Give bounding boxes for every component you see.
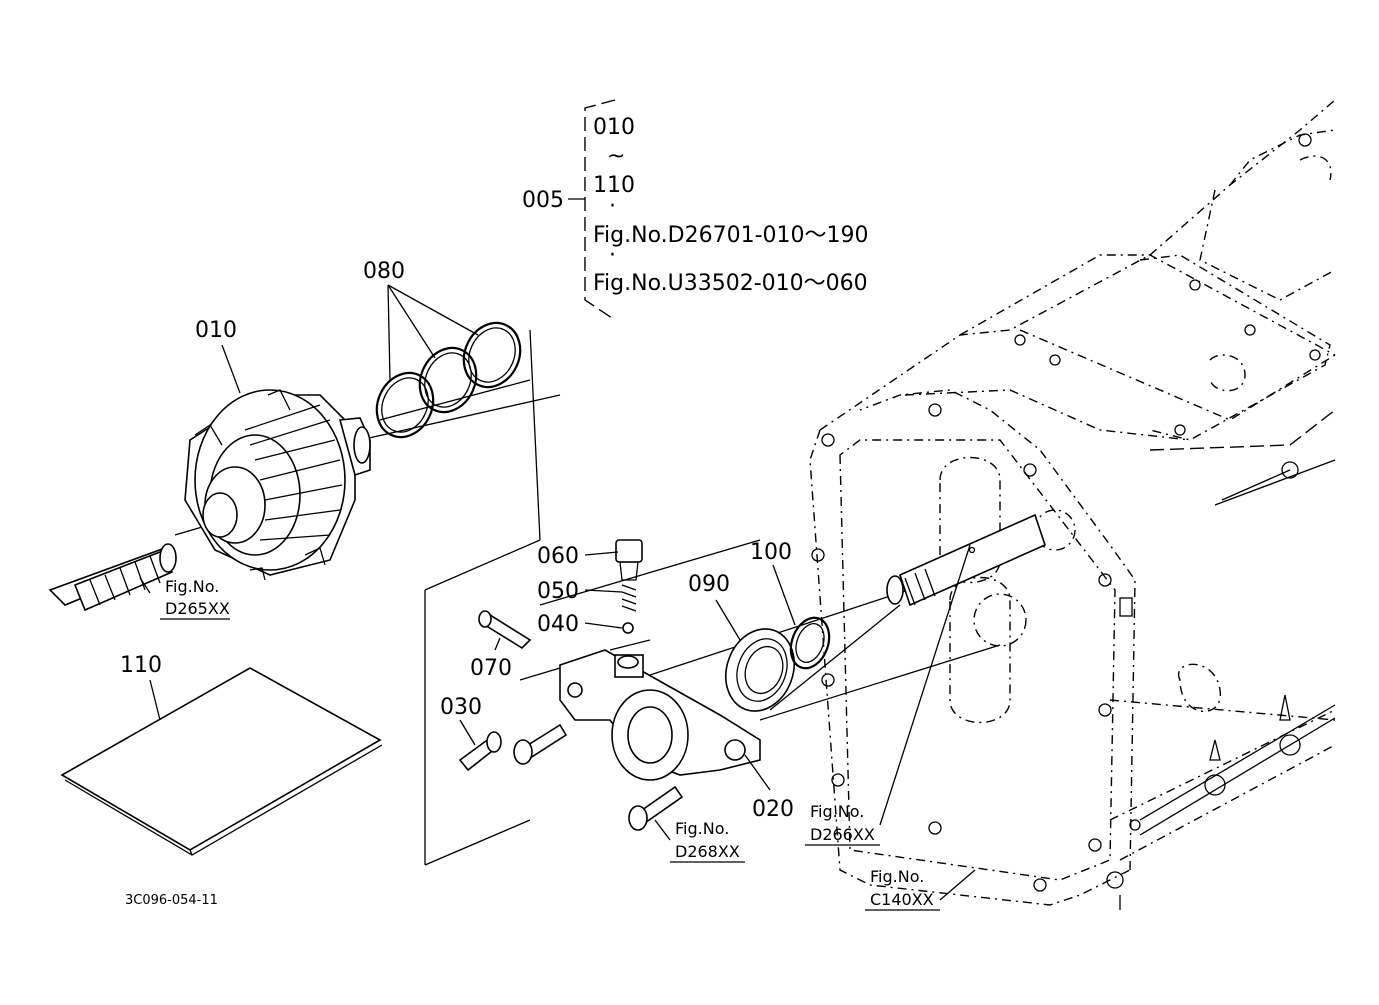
brace-tilde: ~ (607, 144, 625, 169)
figref-d268[interactable]: Fig.No. D268XX (670, 819, 745, 863)
svg-text:Fig.No.: Fig.No. (675, 819, 729, 838)
brace-dot-1: · (609, 194, 616, 219)
drawing-code: 3C096-054-11 (125, 893, 218, 908)
svg-text:D268XX: D268XX (675, 842, 740, 861)
callout-070: 070 (470, 656, 512, 681)
plug-spring-ball (615, 539, 643, 634)
brace-code: 005 (522, 188, 564, 213)
brace-line1: 010 (593, 115, 635, 140)
callout-020: 020 (752, 797, 794, 822)
brace-bracket (584, 99, 616, 321)
svg-text:D265XX: D265XX (165, 599, 230, 618)
callout-110: 110 (120, 653, 162, 678)
callout-010: 010 (195, 318, 237, 343)
clutch-pack-010 (184, 389, 371, 581)
callout-040: 040 (537, 612, 579, 637)
transmission-case (809, 99, 1336, 910)
callout-060: 060 (537, 544, 579, 569)
seal-rings-080 (375, 321, 522, 439)
instruction-sheet-110 (60, 667, 383, 856)
callout-100: 100 (750, 540, 792, 565)
group-frame-lines (424, 329, 541, 866)
bolts-030 (458, 723, 684, 831)
valve-housing-020 (559, 649, 761, 781)
callout-090: 090 (688, 572, 730, 597)
callout-050: 050 (537, 579, 579, 604)
brace-line2: 110 (593, 173, 635, 198)
figref-c140[interactable]: Fig.No. C140XX (865, 867, 940, 911)
shaft-centerlines (174, 379, 1046, 721)
snap-ring-100 (789, 616, 831, 670)
svg-text:Fig.No.: Fig.No. (870, 867, 924, 886)
leader-lines (139, 198, 976, 901)
figref-d266[interactable]: Fig.No. D266XX (805, 802, 880, 846)
bearing-090 (725, 628, 795, 712)
svg-text:Fig.No.: Fig.No. (810, 802, 864, 821)
figref-d265[interactable]: Fig.No. D265XX (160, 577, 230, 620)
callout-080: 080 (363, 259, 405, 284)
svg-text:Fig.No.: Fig.No. (165, 577, 219, 596)
output-shaft (886, 513, 1046, 607)
svg-text:C140XX: C140XX (870, 890, 934, 909)
brace-ref2: Fig.No.U33502-010～060 (593, 271, 868, 296)
callout-030: 030 (440, 695, 482, 720)
brace-dot-2: · (609, 243, 616, 268)
pin-070 (478, 610, 532, 650)
svg-text:D266XX: D266XX (810, 825, 875, 844)
input-shaft (48, 543, 177, 612)
brace-ref1: Fig.No.D26701-010～190 (593, 223, 869, 248)
